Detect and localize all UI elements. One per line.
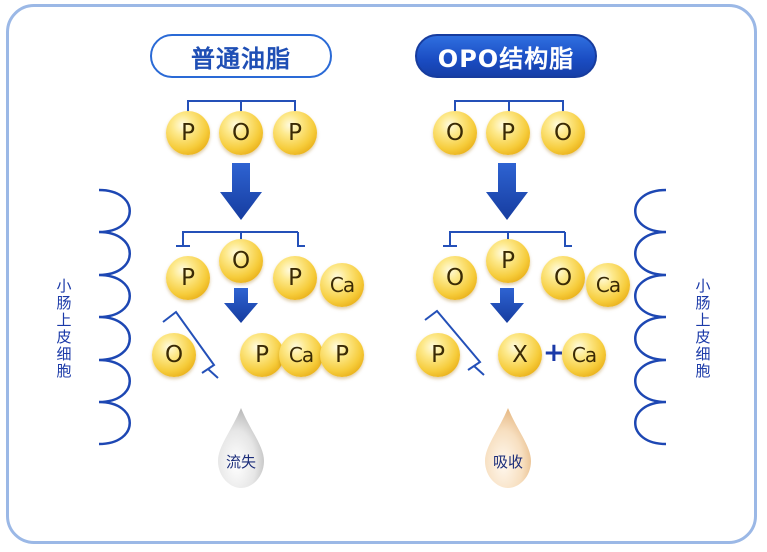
drop-absorb [485, 408, 531, 488]
calcium-ball: Ca [562, 333, 606, 377]
molecule-ball: P [240, 333, 284, 377]
drop-loss [218, 408, 264, 488]
molecule-ball: X [498, 333, 542, 377]
molecule-ball: O [219, 239, 263, 283]
side-label-right: 小 肠 上 皮 细 胞 [695, 277, 711, 380]
molecule-ball: P [320, 333, 364, 377]
molecule-ball: P [273, 256, 317, 300]
side-label-left: 小 肠 上 皮 细 胞 [56, 277, 72, 380]
molecule-ball: P [166, 111, 210, 155]
molecule-ball: P [273, 111, 317, 155]
arrow-right-1 [486, 163, 528, 220]
bracket-mid-right [443, 231, 572, 247]
bracket-mid-left [176, 231, 305, 247]
molecule-ball: P [486, 111, 530, 155]
title-opo-fat: OPO结构脂 [415, 34, 597, 78]
title-normal-fat: 普通油脂 [150, 34, 332, 78]
plus-sign: + [543, 338, 565, 368]
molecule-ball: P [416, 333, 460, 377]
bracket-detached-left [162, 310, 219, 379]
molecule-ball: O [433, 256, 477, 300]
molecule-ball: P [166, 256, 210, 300]
arrow-left-2 [224, 288, 258, 323]
result-absorb-label: 吸收 [492, 453, 523, 471]
molecule-ball: O [152, 333, 196, 377]
molecule-ball: O [541, 111, 585, 155]
calcium-ball: Ca [320, 263, 364, 307]
arrow-left-1 [220, 163, 262, 220]
villi-left [98, 188, 131, 446]
bracket-detached-right [424, 309, 485, 376]
card-frame [6, 4, 757, 544]
calcium-ball: Ca [586, 263, 630, 307]
arrow-right-2 [490, 288, 524, 323]
molecule-ball: O [541, 256, 585, 300]
calcium-ball: Ca [279, 333, 323, 377]
result-loss-label: 流失 [225, 453, 256, 471]
villi-right [634, 188, 667, 446]
molecule-ball: O [433, 111, 477, 155]
molecule-ball: P [486, 239, 530, 283]
molecule-ball: O [219, 111, 263, 155]
